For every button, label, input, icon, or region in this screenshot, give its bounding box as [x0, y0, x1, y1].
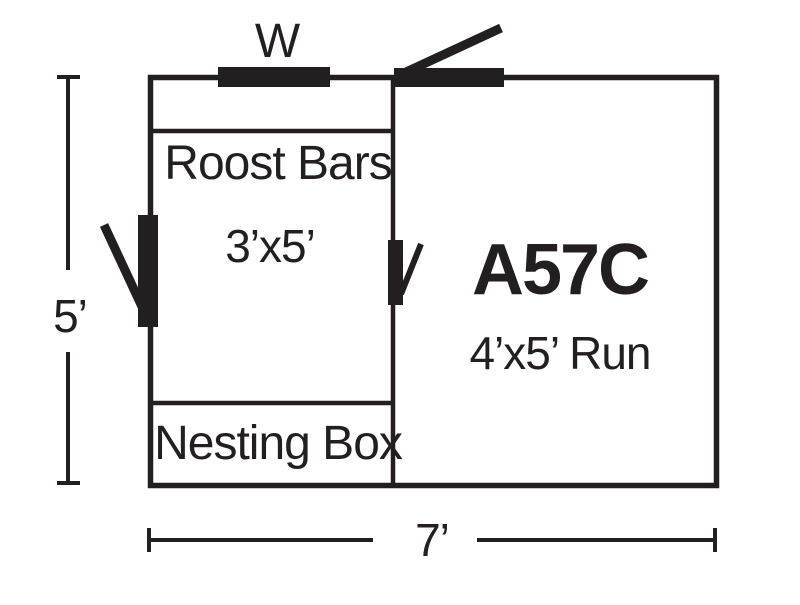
width-dimension: 7’: [147, 514, 717, 566]
model-label: A57C: [472, 230, 649, 310]
coop-size-label: 3’x5’: [225, 220, 315, 272]
nesting-box-label: Nesting Box: [154, 417, 403, 470]
window-marker: [218, 67, 330, 87]
height-dim-label: 5’: [53, 290, 87, 342]
height-dimension: 5’: [53, 75, 88, 485]
roost-bars-label: Roost Bars: [164, 137, 391, 190]
run-door-marker: [394, 68, 504, 87]
width-dim-label: 7’: [415, 514, 449, 566]
run-size-label: 4’x5’ Run: [469, 327, 650, 379]
pop-door-marker: [388, 240, 403, 305]
pop-door-swing-line: [398, 242, 424, 296]
run-door-swing-line: [402, 23, 503, 78]
window-label: W: [255, 15, 301, 68]
coop-door-swing-line: [99, 223, 149, 313]
